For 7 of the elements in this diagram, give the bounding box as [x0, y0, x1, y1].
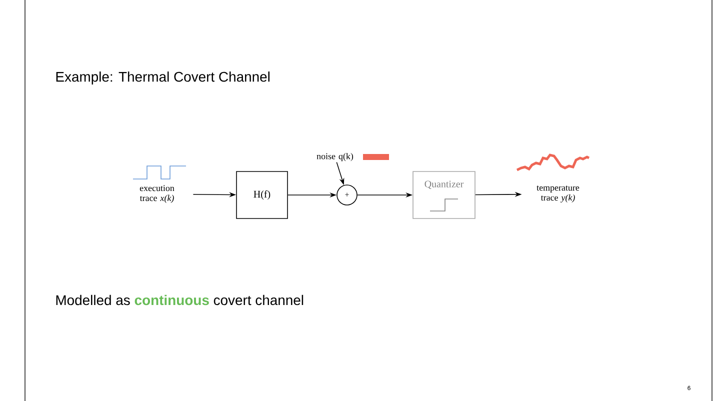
quantizer-box: Quantizer — [412, 171, 476, 219]
node-label: execution trace x(k) — [140, 185, 174, 203]
slide-title: Example: Thermal Covert Channel — [56, 72, 270, 84]
node-label: temperature trace y(k) — [536, 186, 580, 202]
process-box: H(f) — [236, 171, 288, 219]
node-label: noise q(k) — [316, 152, 354, 162]
bullet-text: Modelled as continuous covert channel — [56, 294, 304, 306]
